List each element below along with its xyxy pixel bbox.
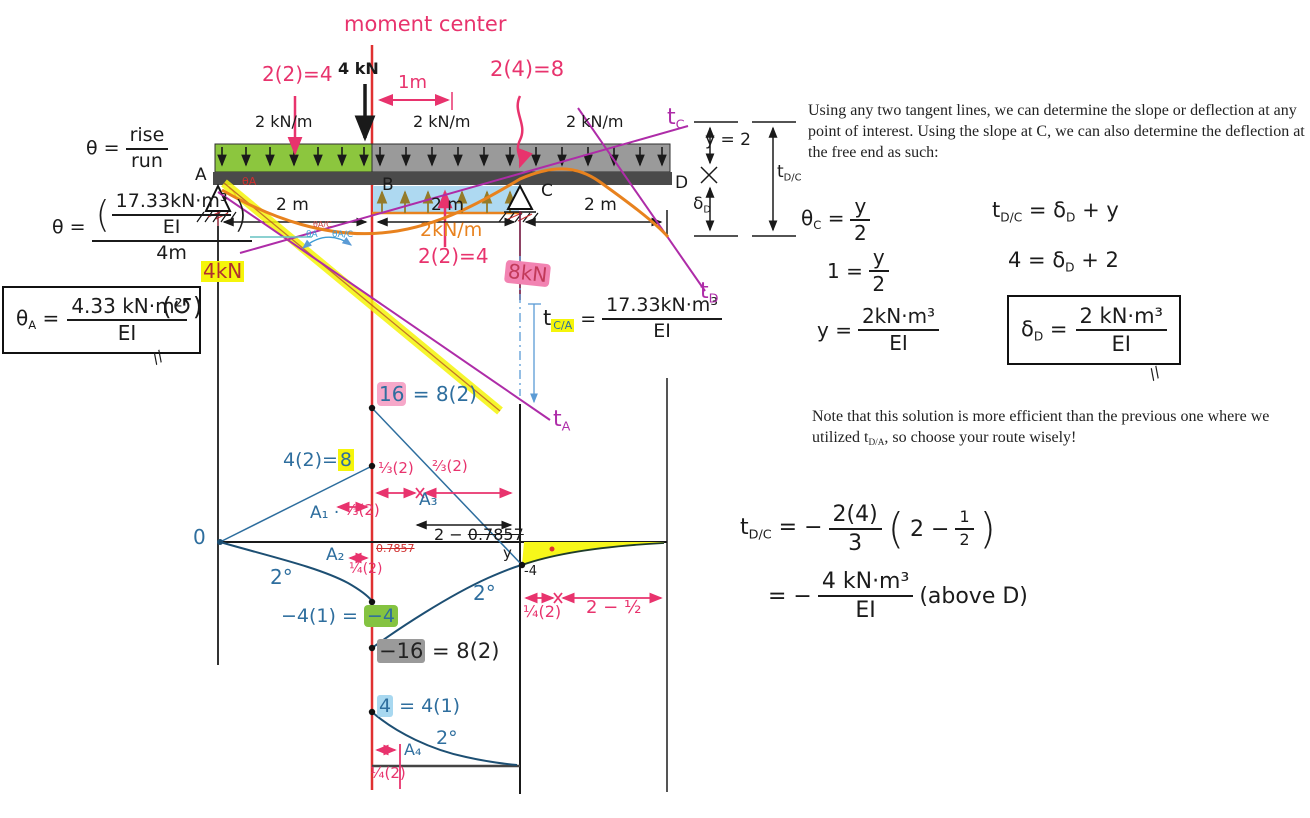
area-3-label: A₃ bbox=[419, 490, 438, 510]
diagram-dimensions bbox=[336, 487, 663, 789]
tdc-sum-equation: tD/C = δD + y bbox=[992, 198, 1119, 225]
explanation-paragraph: Using any two tangent lines, we can dete… bbox=[808, 102, 1305, 161]
angle-marks bbox=[250, 236, 353, 249]
udl3-label: 2 kN/m bbox=[566, 112, 624, 131]
udl1-label: 2 kN/m bbox=[255, 112, 313, 131]
span3-label: 2 m bbox=[584, 195, 617, 215]
equiv-load-left-label: 2(2)=4 bbox=[262, 62, 333, 86]
theta-ac-small-label: θA/C bbox=[332, 230, 353, 240]
area-4-dim-label: ¼(2) bbox=[370, 764, 406, 782]
tangent-c-label: tC bbox=[667, 105, 685, 133]
neg-16-label: −16 = 8(2) bbox=[377, 639, 500, 663]
one-meter-dimension bbox=[378, 92, 453, 110]
y-small-label: y bbox=[503, 544, 512, 562]
theta-ac-red-label: θA/C bbox=[313, 220, 332, 229]
distributed-load-blocks bbox=[214, 143, 671, 173]
pos-4-label: 4 = 4(1) bbox=[377, 695, 461, 717]
reaction-a-label: 4kN bbox=[201, 259, 245, 283]
area-1-label: A₁ · bbox=[310, 503, 340, 523]
area-2-dim-label: ¼(2) bbox=[349, 561, 383, 577]
theta-a-small-label: θA bbox=[306, 230, 318, 240]
beam-bar bbox=[213, 172, 672, 185]
tdc-dim-label: tD/C bbox=[777, 162, 802, 184]
origin-label: 0 bbox=[193, 525, 206, 549]
node-c-label: C bbox=[541, 181, 553, 201]
span2-label: 2 m bbox=[431, 195, 464, 215]
neg-4-point-label: -4 bbox=[524, 564, 537, 579]
udl2-label: 2 kN/m bbox=[413, 112, 471, 131]
area-2-label: A₂ bbox=[326, 545, 345, 565]
reaction-c-label: 8kN bbox=[503, 259, 552, 288]
red-corrected-value: 0.7857 bbox=[376, 542, 415, 555]
tangent-lines bbox=[217, 107, 706, 421]
node-d-label: D bbox=[675, 173, 689, 193]
two-minus-dim-label: 2 − 0.7857 bbox=[434, 525, 524, 544]
elastic-curve bbox=[221, 167, 670, 238]
note-paragraph: Note that this solution is more efficien… bbox=[812, 408, 1270, 449]
point-load-label: 4 kN bbox=[338, 59, 379, 78]
four-equation: 4 = δD + 2 bbox=[1008, 248, 1119, 275]
yellow-shaded-area bbox=[522, 542, 664, 565]
peak-8-label: 4(2)=8 bbox=[283, 449, 355, 471]
degree-bottom-label: 2° bbox=[436, 727, 458, 749]
peak-16-label: 16 = 8(2) bbox=[377, 382, 477, 406]
node-b-label: B bbox=[382, 175, 394, 195]
moment-diagram-curves bbox=[217, 404, 665, 766]
moment-center-title: moment center bbox=[344, 12, 507, 36]
neg-4-label: −4(1) = −4 bbox=[281, 605, 398, 627]
one-meter-label: 1m bbox=[398, 72, 427, 93]
up-equiv-label: 2(2)=4 bbox=[418, 244, 489, 268]
area-4-label: A₄ bbox=[404, 740, 422, 759]
diagram-verticals bbox=[217, 226, 668, 794]
y-equals-2-label: y = 2 bbox=[705, 130, 751, 150]
deflection-dimensions bbox=[694, 121, 796, 237]
third-dim-label: ⅓(2) bbox=[378, 459, 414, 477]
two-thirds-dim-label: ⅔(2) bbox=[432, 457, 468, 475]
node-a-label: A bbox=[195, 165, 207, 185]
delta-d-dim-label: δD bbox=[693, 194, 711, 216]
tangent-a-label: tA bbox=[553, 407, 571, 435]
quarter-dim-label: ¼(2) bbox=[523, 602, 562, 621]
up-udl-label: 2kN/m bbox=[420, 219, 483, 241]
degree-right-label: 2° bbox=[473, 581, 496, 605]
degree-left-label: 2° bbox=[270, 565, 293, 589]
theta-a-support-label: θA bbox=[242, 175, 257, 188]
span1-label: 2 m bbox=[276, 195, 309, 215]
rotation-direction-symbol: (↺) bbox=[162, 292, 203, 321]
equiv-load-right-label: 2(4)=8 bbox=[490, 57, 565, 81]
tangent-d-label: tD bbox=[700, 279, 719, 307]
area-1-dim-label: ⅓(2) bbox=[344, 501, 380, 519]
two-minus-half-dim-label: 2 − ½ bbox=[586, 597, 642, 618]
